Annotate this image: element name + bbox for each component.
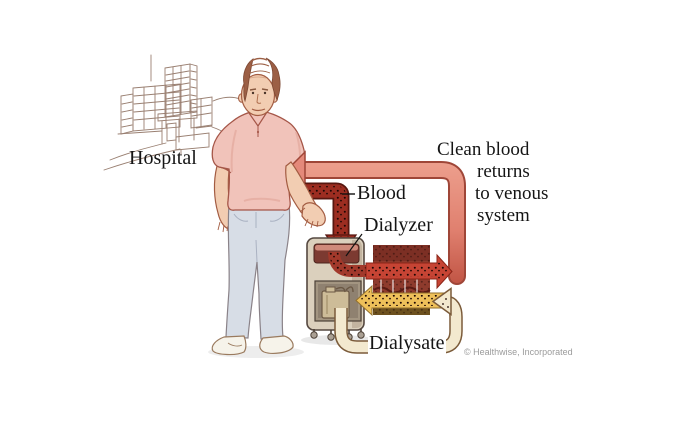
patient-shoe-right (259, 335, 294, 354)
clean-blood-note-line1: Clean blood (437, 139, 530, 160)
dialyzer-label: Dialyzer (364, 214, 433, 236)
patient-shoe-left (211, 335, 247, 356)
used-dialysate-arrow (355, 284, 449, 317)
clean-blood-note-line4: system (477, 205, 530, 226)
patient-jeans (225, 203, 291, 340)
dialysate-label: Dialysate (368, 332, 446, 355)
patient-hair (243, 58, 254, 103)
label-leader-lines (342, 193, 363, 257)
clean-blood-note-line2: returns (477, 161, 530, 182)
dialysate-arrowhead (431, 287, 452, 316)
hospital-label: Hospital (129, 147, 197, 169)
patient-head (238, 57, 281, 117)
clean-blood-note: Clean blood returns to venous system (437, 139, 548, 227)
blood-flow-arrow (365, 253, 453, 290)
clean-blood-note-line3: to venous (475, 183, 549, 204)
dialysis-machine (306, 237, 366, 341)
copyright-notice: © Healthwise, Incorporated (464, 347, 573, 357)
hospital-sketch (103, 54, 241, 171)
patient-left-forearm-hand (285, 161, 326, 229)
patient-figure (211, 57, 306, 356)
blood-label: Blood (357, 182, 406, 204)
